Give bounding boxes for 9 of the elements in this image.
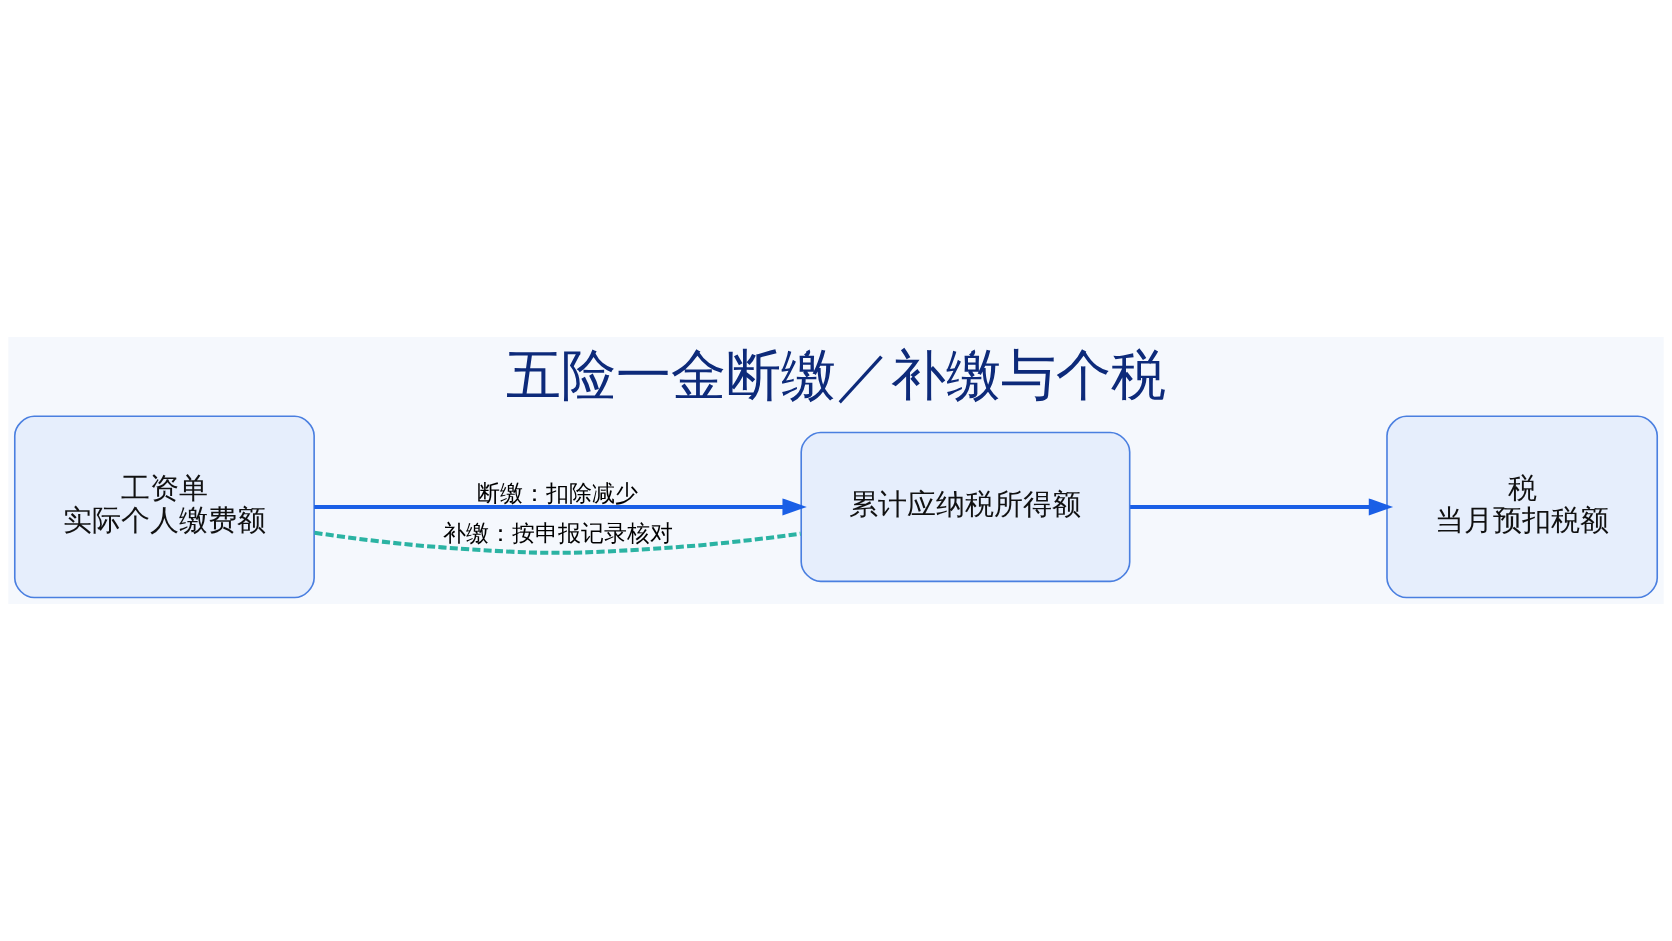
edge-label: 补缴：按申报记录核对	[442, 520, 673, 547]
arrow	[1130, 498, 1394, 516]
node-box: 工资单 实际个人缴费额	[13, 415, 315, 599]
node-box: 累计应纳税所得额	[800, 431, 1131, 583]
edge-label: 断缴：扣除减少	[477, 479, 639, 506]
diagram-title: 五险一金断缴／补缴与个税	[506, 342, 1166, 407]
arrow	[314, 498, 807, 516]
node-box: 税 当月预扣税额	[1386, 415, 1659, 599]
connector	[314, 530, 801, 555]
